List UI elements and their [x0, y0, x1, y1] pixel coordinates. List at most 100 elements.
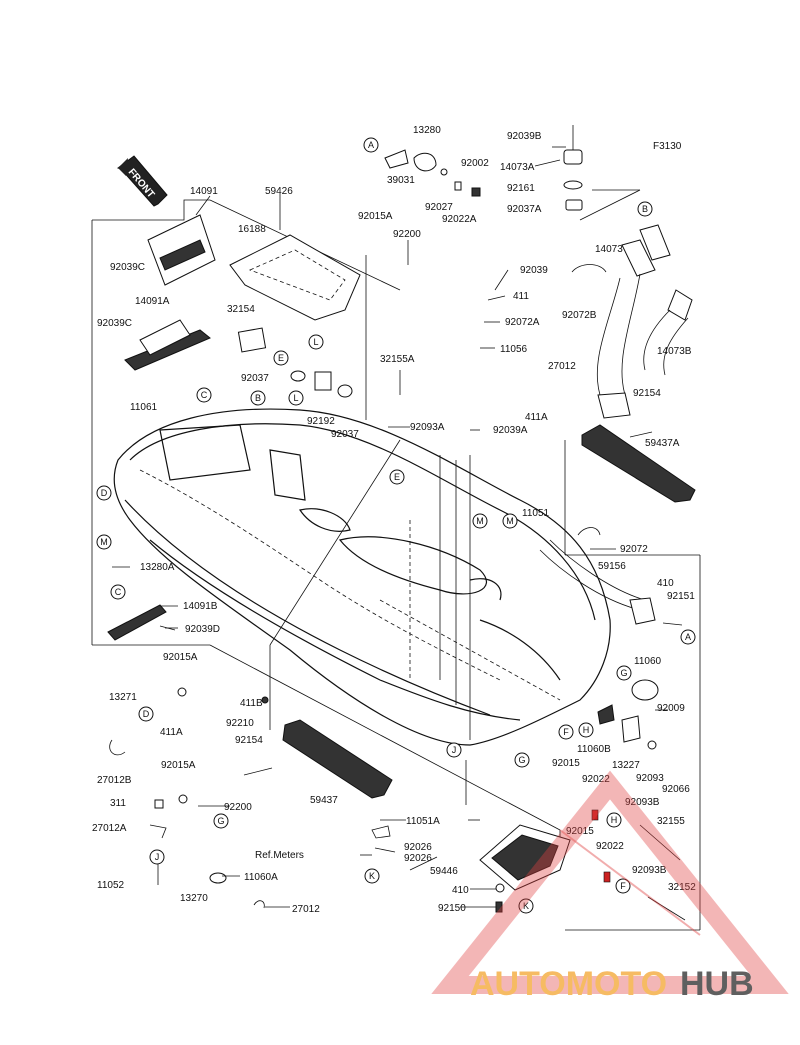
callout-circle: H [606, 812, 622, 828]
callout-circle: L [308, 334, 324, 350]
part-label: 92093B [632, 865, 667, 876]
part-label: 32154 [227, 304, 255, 315]
svg-text:M: M [476, 516, 484, 526]
callout-circle: G [616, 665, 632, 681]
part-label: 92072A [505, 317, 540, 328]
svg-text:C: C [201, 390, 208, 400]
parts [107, 125, 696, 921]
part-label: 16188 [238, 224, 266, 235]
part-label: 13227 [612, 760, 640, 771]
part-label: 14073B [657, 346, 692, 357]
callout-circle: H [578, 722, 594, 738]
part-label: 59426 [265, 186, 293, 197]
callout-circle: F [615, 878, 631, 894]
part-label: 92015 [552, 758, 580, 769]
part-label: 11051A [406, 816, 440, 827]
callout-circle: C [196, 387, 212, 403]
svg-text:K: K [523, 901, 529, 911]
part-label: 92037A [507, 204, 542, 215]
callout-circle: M [502, 513, 518, 529]
part-label: 27012 [548, 361, 576, 372]
part-label: 92161 [507, 183, 535, 194]
svg-text:A: A [368, 140, 374, 150]
part-label: 11060B [577, 744, 611, 755]
part-label: 92093 [636, 773, 664, 784]
part-label: 92072 [620, 544, 648, 555]
part-label: 92039 [520, 265, 548, 276]
svg-text:H: H [583, 725, 590, 735]
part-label: 59156 [598, 561, 626, 572]
part-label: 92015A [163, 652, 198, 663]
part-label: 411A [525, 412, 548, 423]
part-label: 92192 [307, 416, 335, 427]
part-label: 92022A [442, 214, 477, 225]
part-label: 11060 [634, 656, 662, 667]
part-label: 92200 [224, 802, 252, 813]
part-label: 27012 [292, 904, 320, 915]
part-label: 92039D [185, 624, 220, 635]
part-label: 311 [110, 798, 126, 809]
svg-text:F: F [620, 881, 626, 891]
svg-text:L: L [313, 337, 318, 347]
callout-circle: C [110, 584, 126, 600]
callout-circle: D [138, 706, 154, 722]
part-label: 92072B [562, 310, 597, 321]
part-label: 92039B [507, 131, 542, 142]
svg-text:D: D [143, 709, 150, 719]
part-label: 92015A [161, 760, 196, 771]
svg-text:G: G [217, 816, 224, 826]
part-label: 92027 [425, 202, 453, 213]
watermark-text-part2: HUB [680, 965, 754, 1003]
svg-text:E: E [394, 472, 400, 482]
svg-text:G: G [518, 755, 525, 765]
part-label: 59437 [310, 795, 338, 806]
part-labels: 13280 92039B 14073A 92002 92161 92037A 3… [92, 125, 696, 915]
ref-meters-label: Ref.Meters [255, 850, 304, 861]
part-label: 92150 [438, 903, 466, 914]
watermark-logo: AUTOMOTO HUB [431, 770, 789, 1003]
svg-text:E: E [278, 353, 284, 363]
svg-text:D: D [101, 488, 108, 498]
part-label: 92039C [110, 262, 145, 273]
part-label: 13271 [109, 692, 137, 703]
svg-text:M: M [100, 537, 108, 547]
part-label: 92015A [358, 211, 393, 222]
part-label: 92022 [582, 774, 610, 785]
part-label: 411B [240, 698, 263, 709]
svg-text:F: F [563, 727, 569, 737]
panel-lines [91, 189, 701, 931]
part-label: 14091 [190, 186, 218, 197]
callout-circle: J [149, 849, 165, 865]
part-label: 11061 [130, 402, 158, 413]
svg-text:J: J [452, 745, 457, 755]
part-label: 14091B [183, 601, 218, 612]
callouts: A B E L C D M C D G J K H F J K G F H E … [96, 137, 696, 914]
part-label: 92015 [566, 826, 594, 837]
callout-circle: M [472, 513, 488, 529]
svg-text:H: H [611, 815, 618, 825]
watermark-text-part1: AUTOMOTO [470, 965, 667, 1003]
svg-text:B: B [642, 204, 648, 214]
part-label: 92026 [404, 842, 432, 853]
part-label: 11052 [97, 880, 125, 891]
part-label: 92093A [410, 422, 445, 433]
part-label: 14091A [135, 296, 170, 307]
svg-text:M: M [506, 516, 514, 526]
svg-text:C: C [115, 587, 122, 597]
part-label: 410 [452, 885, 469, 896]
callout-circle: K [518, 898, 534, 914]
svg-text:B: B [255, 393, 261, 403]
callout-circle: D [96, 485, 112, 501]
callout-circle: J [446, 742, 462, 758]
part-label: 14073 [595, 244, 623, 255]
part-label: 410 [657, 578, 674, 589]
part-label: 39031 [387, 175, 415, 186]
part-label: 92037 [241, 373, 269, 384]
part-label: 14073A [500, 162, 535, 173]
part-label: 11056 [500, 344, 528, 355]
callout-circle: E [273, 350, 289, 366]
part-label: 92154 [633, 388, 661, 399]
part-label: 92210 [226, 718, 254, 729]
part-label: 411 [513, 291, 529, 302]
